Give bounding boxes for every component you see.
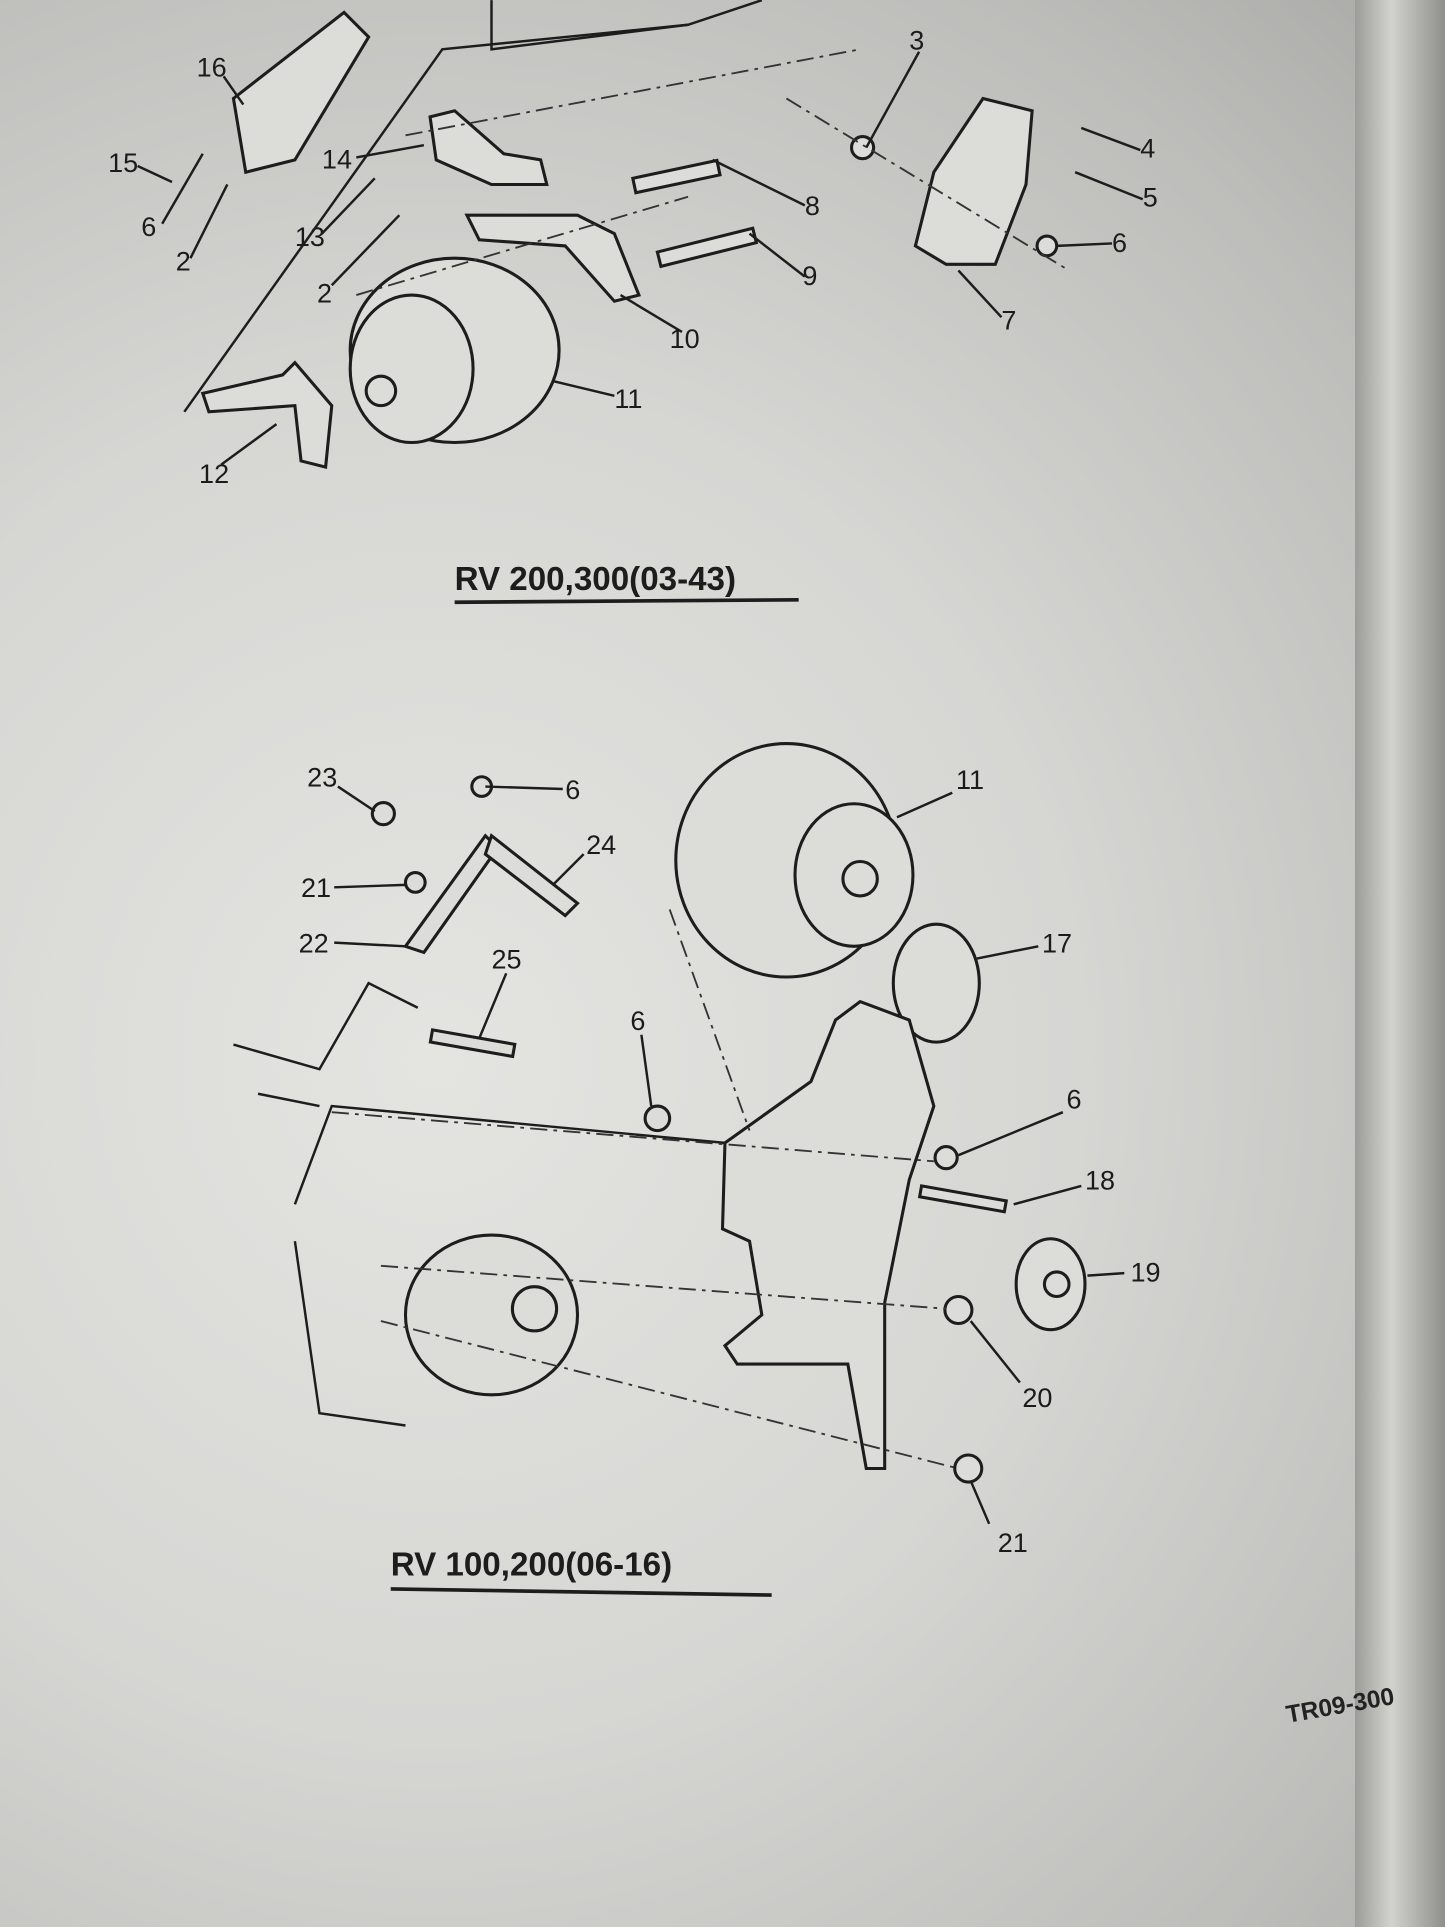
title-underline [390, 1587, 772, 1597]
bolt-21a [403, 871, 427, 894]
callout-12: 12 [199, 459, 229, 489]
figure-code: TR09-300 [1284, 1683, 1396, 1729]
plate-17 [891, 922, 981, 1044]
callout-2b: 2 [317, 278, 332, 308]
nut-6b [933, 1145, 959, 1171]
callout-11: 11 [956, 765, 984, 795]
callout-15: 15 [108, 148, 138, 178]
bolt-9 [655, 226, 759, 269]
callout-25: 25 [491, 944, 521, 974]
title-underline [454, 597, 799, 605]
bolt-23 [370, 800, 396, 827]
callout-9: 9 [802, 261, 817, 291]
callout-16: 16 [197, 52, 227, 82]
crank-pulley [403, 1233, 580, 1397]
callout-5: 5 [1143, 183, 1158, 213]
callout-18: 18 [1085, 1166, 1115, 1196]
top-callout-lines [137, 51, 1144, 466]
callout-19: 19 [1130, 1258, 1160, 1288]
callout-21b: 21 [998, 1528, 1028, 1558]
callout-8: 8 [805, 191, 820, 221]
bottom-diagram-title: RV 100,200(06-16) [391, 1546, 672, 1583]
callout-4: 4 [1140, 133, 1155, 163]
bolt-20 [943, 1294, 974, 1326]
bolt-8 [630, 158, 722, 195]
callout-3: 3 [909, 25, 924, 55]
top-diagram: 16 15 6 2 14 13 2 3 4 5 6 7 8 9 10 11 12… [108, 0, 1158, 605]
callout-11: 11 [614, 384, 642, 414]
bracket-14 [428, 109, 549, 187]
brace-22 [403, 833, 500, 955]
nut-6 [1035, 234, 1059, 258]
bracket-16 [231, 10, 371, 175]
callout-13: 13 [295, 222, 325, 252]
callout-6: 6 [141, 212, 156, 242]
stud-25 [428, 1028, 517, 1059]
nut-6 [643, 1104, 672, 1133]
callout-23: 23 [307, 763, 337, 793]
callout-21a: 21 [301, 873, 331, 903]
bracket-7 [913, 96, 1034, 266]
callout-6a: 6 [565, 775, 580, 805]
callout-2: 2 [176, 246, 191, 276]
callout-14: 14 [322, 145, 352, 175]
callout-20: 20 [1022, 1383, 1052, 1413]
mounting-bracket [720, 999, 936, 1471]
callout-17: 17 [1042, 928, 1072, 958]
bolt-21 [953, 1453, 984, 1484]
bottom-callout-lines [334, 785, 1125, 1525]
bracket-12 [200, 360, 334, 470]
binder-edge [1355, 0, 1445, 1927]
callout-6b: 6 [630, 1006, 645, 1036]
callout-10: 10 [670, 324, 700, 354]
callout-6c: 6 [1112, 228, 1127, 258]
brace-24 [483, 833, 580, 918]
callout-24: 24 [586, 830, 616, 860]
bolt-18 [917, 1184, 1009, 1214]
top-diagram-title: RV 200,300(03-43) [455, 561, 736, 598]
callout-22: 22 [299, 928, 329, 958]
bottom-diagram: 23 6 24 21 22 25 11 17 6 6 18 19 20 21 R… [233, 742, 1161, 1597]
callout-7: 7 [1001, 305, 1016, 335]
callout-6c: 6 [1067, 1084, 1082, 1114]
